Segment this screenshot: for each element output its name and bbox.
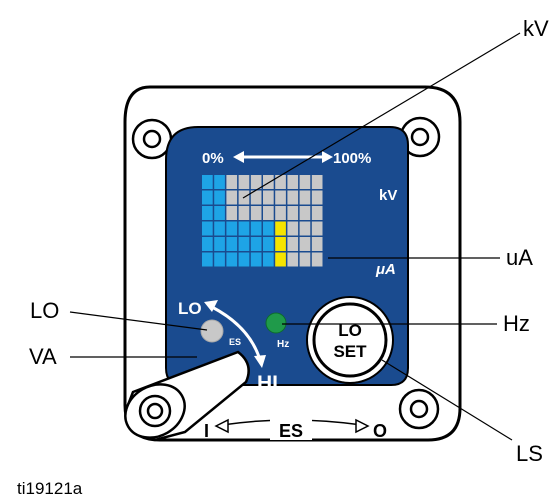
ua-segment [214, 237, 225, 251]
kv-segment [275, 190, 286, 205]
lo-indicator-led [200, 319, 224, 343]
ua-segment [299, 252, 311, 267]
kv-segment [263, 206, 274, 220]
ua-segment [275, 221, 286, 236]
callout-ua: uA [506, 245, 533, 270]
ua-segment [226, 252, 238, 267]
kv-segment [263, 175, 274, 189]
ua-segment [250, 237, 262, 251]
ua-segment [287, 237, 299, 251]
kv-segment [214, 175, 225, 189]
kv-segment [287, 175, 299, 189]
hi-knob-label: HI [257, 372, 278, 395]
lo-knob-label: LO [178, 299, 202, 318]
kv-segment [299, 175, 311, 189]
ua-segment [238, 252, 250, 267]
scale-right-label: 100% [333, 150, 371, 167]
callout-lo: LO [30, 298, 59, 323]
ua-segment [214, 221, 225, 236]
kv-segment [202, 175, 213, 189]
screw-icon-top-left [131, 118, 173, 160]
kv-segment [311, 175, 323, 189]
kv-segment [287, 190, 299, 205]
kv-segment [226, 175, 238, 189]
kv-segment [226, 190, 238, 205]
kv-segment [250, 190, 262, 205]
kv-leader-line [242, 32, 521, 199]
ua-row-label: μA [375, 261, 396, 278]
ua-segment [287, 252, 299, 267]
hz-panel-label: Hz [277, 339, 289, 350]
ua-segment [263, 252, 274, 267]
ua-segment [250, 221, 262, 236]
ua-segment [275, 237, 286, 251]
callout-kv: kV [523, 16, 549, 41]
ua-segment [214, 252, 225, 267]
ua-segment [311, 252, 323, 267]
ua-segment [226, 237, 238, 251]
ua-segment [275, 252, 286, 267]
ua-segment [238, 221, 250, 236]
ua-segment [238, 237, 250, 251]
kv-segment [311, 190, 323, 205]
ua-segment [299, 221, 311, 236]
lo-set-button-line2: SET [333, 342, 367, 361]
kv-segment [202, 190, 213, 205]
lo-leader-line [69, 311, 208, 331]
kv-segment [250, 175, 262, 189]
ua-segment [311, 237, 323, 251]
kv-segment [238, 175, 250, 189]
lo-set-button[interactable]: LO SET [306, 296, 394, 384]
figure-id: ti19121a [17, 479, 83, 498]
ua-segment [202, 252, 213, 267]
ls-leader-line [381, 359, 513, 441]
kv-row-label: kV [379, 187, 397, 204]
kv-segment [214, 190, 225, 205]
kv-segment [250, 206, 262, 220]
kv-segment [287, 206, 299, 220]
kv-segment [226, 206, 238, 220]
callout-hz: Hz [503, 311, 530, 336]
kv-segment [275, 206, 286, 220]
ua-segment [287, 221, 299, 236]
bargraph [202, 175, 323, 267]
screw-icon-bottom-right [398, 388, 440, 430]
hz-indicator-led [265, 312, 287, 334]
kv-segment [214, 206, 225, 220]
kv-segment [311, 206, 323, 220]
kv-segment [202, 206, 213, 220]
ua-segment [311, 221, 323, 236]
kv-segment [299, 206, 311, 220]
ua-segment [202, 221, 213, 236]
ua-segment [263, 237, 274, 251]
kv-segment [275, 175, 286, 189]
kv-segment [238, 206, 250, 220]
switch-lever[interactable] [116, 350, 250, 448]
switch-position-es: ES [279, 421, 303, 441]
callout-ls: LS [516, 441, 543, 466]
screw-icon-top-right [399, 116, 441, 158]
ua-segment [202, 237, 213, 251]
ua-segment [299, 237, 311, 251]
switch-position-o: O [373, 421, 387, 441]
kv-segment [263, 190, 274, 205]
lo-set-button-line1: LO [338, 321, 362, 340]
scale-left-label: 0% [202, 150, 224, 167]
es-small-label: ES [229, 337, 241, 347]
ua-segment [263, 221, 274, 236]
switch-position-i: I [204, 421, 209, 441]
callout-va: VA [29, 344, 57, 369]
kv-segment [299, 190, 311, 205]
curved-arrow-icon [204, 300, 266, 368]
ua-segment [250, 252, 262, 267]
ua-segment [226, 221, 238, 236]
